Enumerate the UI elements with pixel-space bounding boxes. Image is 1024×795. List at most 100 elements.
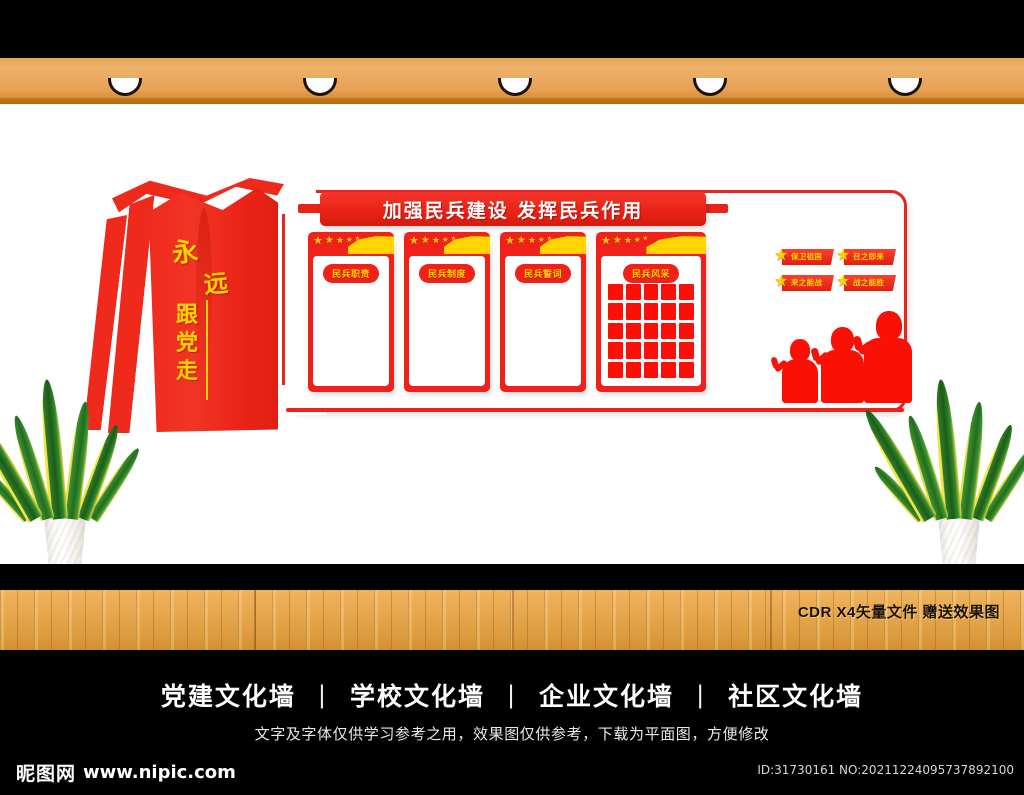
photo-placeholder-cell[interactable] — [679, 303, 694, 320]
footer-tag-list: 党建文化墙|学校文化墙|企业文化墙|社区文化墙 — [0, 677, 1024, 713]
photo-placeholder-cell[interactable] — [661, 322, 677, 340]
ceiling-edge-trim — [0, 98, 1024, 104]
slogan-badge: ★保卫祖国 — [774, 248, 834, 268]
content-panel[interactable]: ★★★★★ 民兵风采 — [596, 232, 706, 392]
photo-placeholder-cell[interactable] — [608, 322, 623, 340]
panel-star-row: ★★★★★ — [601, 236, 648, 247]
photo-placeholder-cell[interactable] — [661, 342, 677, 359]
photo-placeholder-cell[interactable] — [661, 303, 677, 320]
watermark-url[interactable]: www.nipic.com — [83, 762, 236, 783]
star-icon: ★ — [623, 235, 632, 245]
photo-placeholder-cell[interactable] — [679, 361, 694, 378]
photo-placeholder-cell[interactable] — [643, 303, 659, 320]
photo-placeholder-cell[interactable] — [625, 322, 641, 340]
content-panel[interactable]: ★★★★★ 民兵职责 — [308, 232, 394, 392]
star-icon: ★ — [441, 235, 449, 244]
photo-placeholder-cell[interactable] — [679, 322, 694, 340]
floor-seam-center — [512, 590, 514, 655]
star-icon: ★ — [836, 247, 851, 264]
panel-yellow-wave — [443, 235, 490, 254]
photo-placeholder-cell[interactable] — [625, 303, 641, 320]
panel-title-pill: 民兵制度 — [418, 264, 476, 283]
photo-placeholder-cell[interactable] — [643, 342, 659, 359]
artwork-baseline-bar — [286, 408, 904, 412]
floor-seam-left — [254, 590, 256, 655]
banner-title: 加强民兵建设 发挥民兵作用 — [382, 199, 644, 222]
flag-char-0: 永 — [170, 236, 200, 270]
silhouette-figure-right — [852, 311, 916, 403]
star-icon: ★ — [527, 235, 536, 245]
panel-title-pill: 民兵誓词 — [514, 264, 572, 283]
panel-title-pill: 民兵风采 — [622, 264, 680, 283]
footer-tag-separator: | — [506, 681, 518, 709]
banner-tab-left — [298, 204, 324, 213]
room-mockup-scene: 永 远 跟 党 走 加强民兵建设 发挥民兵作用 ★★★★★民兵职责★★★★★民兵… — [0, 0, 1024, 655]
content-panel[interactable]: ★★★★★民兵誓词 — [500, 232, 586, 392]
photo-placeholder-cell[interactable] — [679, 284, 694, 301]
slogan-badge: ★来之能战 — [774, 274, 834, 294]
photo-placeholder-cell[interactable] — [608, 342, 623, 359]
banner-plate: 加强民兵建设 发挥民兵作用 — [320, 192, 706, 226]
photo-placeholder-cell[interactable] — [625, 342, 641, 359]
star-icon: ★ — [774, 247, 789, 264]
footer-tag[interactable]: 学校文化墙 — [349, 682, 485, 711]
silhouette-figure-middle — [810, 327, 868, 403]
badge-label: 战之能胜 — [853, 278, 885, 287]
photo-placeholder-cell[interactable] — [608, 284, 623, 301]
photo-placeholder-cell[interactable] — [679, 342, 694, 359]
file-format-caption: CDR X4矢量文件 赠送效果图 — [797, 604, 1000, 621]
star-icon: ★ — [537, 235, 545, 244]
photo-placeholder-cell[interactable] — [661, 284, 677, 301]
red-flag-graphic: 永 远 跟 党 走 — [90, 170, 302, 435]
photo-placeholder-cell[interactable] — [661, 361, 677, 378]
star-icon: ★ — [450, 236, 457, 242]
photo-placeholder-cell[interactable] — [608, 361, 623, 378]
floor-bottom-edge — [0, 650, 1024, 655]
ceiling-dark-area — [0, 0, 1024, 58]
panel-star-row: ★★★★★ — [313, 236, 360, 247]
panel-header-strip: ★★★★★ — [404, 232, 490, 254]
panel-yellow-wave — [539, 235, 586, 254]
panel-header-strip: ★★★★★ — [596, 232, 706, 254]
photo-placeholder-cell[interactable] — [643, 322, 659, 340]
panel-title-pill: 民兵职责 — [322, 264, 380, 283]
footer-disclaimer: 文字及字体仅供学习参考之用，效果图仅供参考，下载为平面图，方便修改 — [254, 725, 770, 743]
potted-plant-right — [858, 378, 1024, 571]
culture-wall-artwork: 永 远 跟 党 走 加强民兵建设 发挥民兵作用 ★★★★★民兵职责★★★★★民兵… — [90, 170, 920, 435]
photo-placeholder-cell[interactable] — [643, 361, 659, 378]
content-panel[interactable]: ★★★★★ 民兵制度 — [404, 232, 490, 392]
badge-label: 保卫祖国 — [791, 252, 823, 261]
footer-tag[interactable]: 党建文化墙 — [160, 682, 296, 711]
panel-content-area: 民兵制度 — [409, 256, 485, 386]
slogan-badge: ★战之能胜 — [836, 274, 896, 294]
photo-placeholder-cell[interactable] — [625, 361, 641, 378]
footer-tag[interactable]: 社区文化墙 — [728, 682, 864, 711]
star-icon: ★ — [345, 235, 353, 244]
watermark-brand-cn: 昵图网 — [16, 763, 77, 785]
star-icon: ★ — [516, 235, 526, 246]
panel-yellow-wave — [347, 235, 394, 254]
badge-plate — [844, 275, 896, 291]
photo-placeholder-cell[interactable] — [608, 303, 623, 320]
photo-placeholder-cell[interactable] — [625, 284, 641, 301]
panel-yellow-wave — [646, 235, 706, 254]
star-icon: ★ — [546, 236, 553, 242]
potted-plant-left — [0, 378, 144, 571]
star-icon: ★ — [409, 235, 419, 247]
site-watermark: 昵图网 www.nipic.com — [16, 759, 236, 786]
content-panel-group: ★★★★★民兵职责★★★★★民兵制度★★★★★民兵誓词★★★★★民兵风采 — [308, 232, 778, 394]
asset-id-line: ID:31730161 NO:20211224095737892100 — [757, 763, 1014, 777]
star-icon: ★ — [354, 236, 361, 242]
slogan-badge-group: ★保卫祖国★召之即来★来之能战★战之能胜 — [774, 248, 904, 300]
footer-tag-separator: | — [696, 681, 707, 709]
floor-shadow-gap — [0, 564, 1024, 590]
flag-char-3: 党 — [176, 330, 199, 356]
photo-placeholder-cell[interactable] — [643, 284, 659, 301]
star-icon: ★ — [774, 273, 789, 290]
badge-plate — [844, 249, 896, 265]
footer-tag[interactable]: 企业文化墙 — [539, 682, 675, 711]
headline-banner: 加强民兵建设 发挥民兵作用 — [298, 192, 728, 226]
slogan-badge: ★召之即来 — [836, 248, 896, 268]
panel-content-area: 民兵职责 — [313, 256, 389, 386]
star-icon: ★ — [505, 235, 515, 247]
